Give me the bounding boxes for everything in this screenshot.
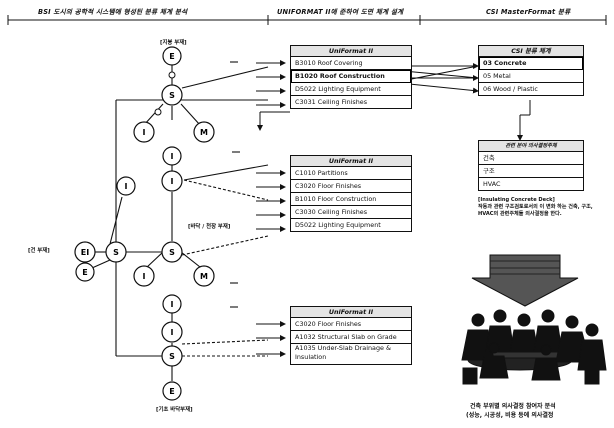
discipline-row: 구조 xyxy=(479,165,583,178)
note-text: 작동과 관련 구조검토로서의 이 변화 하는 건축, 구조, HVAC의 관련주… xyxy=(478,204,606,218)
svg-text:S: S xyxy=(169,248,175,257)
caption-line-1: 건축 부위별 의사결정 참여자 분석 xyxy=(470,402,556,411)
svg-text:I: I xyxy=(171,328,174,337)
node-i-mid2: I xyxy=(162,171,182,191)
uniformat-row: A1032 Structural Slab on Grade xyxy=(291,331,411,344)
node-s-bot: S xyxy=(162,346,182,366)
svg-text:M: M xyxy=(200,272,208,281)
svg-text:M: M xyxy=(200,128,208,137)
uniformat-row: C3030 Ceiling Finishes xyxy=(291,206,411,219)
discipline-box: 관련 분야 의사결정주체 건축 구조 HVAC xyxy=(478,140,584,191)
discipline-box-title: 관련 분야 의사결정주체 xyxy=(479,141,583,152)
node-i-mid3: I xyxy=(134,266,154,286)
svg-text:E: E xyxy=(82,268,87,277)
svg-text:E: E xyxy=(169,387,174,396)
csi-box-title: CSI 분류 체계 xyxy=(479,46,583,57)
svg-text:EI: EI xyxy=(81,248,89,257)
csi-row: 05 Metal xyxy=(479,70,583,83)
node-e-hub: E xyxy=(76,263,94,281)
node-i-bot1: I xyxy=(163,295,181,313)
uniformat-box-title: UniFormat II xyxy=(291,156,411,167)
uniformat-row: D5022 Lighting Equipment xyxy=(291,219,411,231)
uniformat-row: B1010 Floor Construction xyxy=(291,193,411,206)
svg-text:I: I xyxy=(171,177,174,186)
node-s-top: S xyxy=(162,85,182,105)
note-title: [Insulating Concrete Deck] xyxy=(478,197,606,204)
uniformat-row: C3031 Ceiling Finishes xyxy=(291,96,411,108)
node-e-top: E xyxy=(163,47,181,65)
node-ei: EI xyxy=(75,242,95,262)
uniformat-box-title: UniFormat II xyxy=(291,307,411,318)
uniformat-box-title: UniFormat II xyxy=(291,46,411,57)
uniformat-row: C3020 Floor Finishes xyxy=(291,180,411,193)
discipline-row: 건축 xyxy=(479,152,583,165)
svg-text:I: I xyxy=(171,300,174,309)
uniformat-row: B3010 Roof Covering xyxy=(291,57,411,70)
caption-line-2: (성능, 시공성, 비용 등에 의사결정 xyxy=(466,411,553,420)
node-i-top: I xyxy=(134,122,154,142)
uniformat-row: A1035 Under-Slab Drainage & Insulation xyxy=(291,344,411,364)
label-roof-system: [지붕 부재] xyxy=(160,38,187,46)
uniformat-row: C3020 Floor Finishes xyxy=(291,318,411,331)
svg-text:I: I xyxy=(143,128,146,137)
node-m-top: M xyxy=(194,122,214,142)
svg-text:S: S xyxy=(113,248,119,257)
node-i-mid1: I xyxy=(163,147,181,165)
svg-text:I: I xyxy=(171,152,174,161)
discipline-row: HVAC xyxy=(479,178,583,190)
label-foundation-system: [기초 바닥부재] xyxy=(156,405,193,413)
csi-row-selected: 03 Concrete xyxy=(479,57,583,70)
csi-box: CSI 분류 체계 03 Concrete 05 Metal 06 Wood /… xyxy=(478,45,584,96)
csi-row: 06 Wood / Plastic xyxy=(479,83,583,95)
svg-text:S: S xyxy=(169,352,175,361)
uniformat-row-selected: B1020 Roof Construction xyxy=(291,70,411,83)
uniformat-box-floor: UniFormat II C1010 Partitions C3020 Floo… xyxy=(290,155,412,232)
insulating-concrete-note: [Insulating Concrete Deck] 작동과 관련 구조검토로서… xyxy=(478,197,606,217)
svg-text:S: S xyxy=(169,91,175,100)
label-floor-system: [바닥 / 천장 부재] xyxy=(188,222,230,230)
uniformat-box-foundation: UniFormat II C3020 Floor Finishes A1032 … xyxy=(290,306,412,365)
node-s-hub: S xyxy=(106,242,126,262)
node-m-mid: M xyxy=(194,266,214,286)
label-building-system: [건 부재] xyxy=(28,246,50,254)
node-i-hub: I xyxy=(117,177,135,195)
uniformat-row: C1010 Partitions xyxy=(291,167,411,180)
svg-text:I: I xyxy=(125,182,128,191)
node-i-bot2: I xyxy=(162,322,182,342)
node-e-bot: E xyxy=(163,382,181,400)
svg-text:I: I xyxy=(143,272,146,281)
uniformat-box-roof: UniFormat II B3010 Roof Covering B1020 R… xyxy=(290,45,412,109)
uniformat-row: D5022 Lighting Equipment xyxy=(291,83,411,96)
svg-text:E: E xyxy=(169,52,174,61)
node-s-mid: S xyxy=(162,242,182,262)
